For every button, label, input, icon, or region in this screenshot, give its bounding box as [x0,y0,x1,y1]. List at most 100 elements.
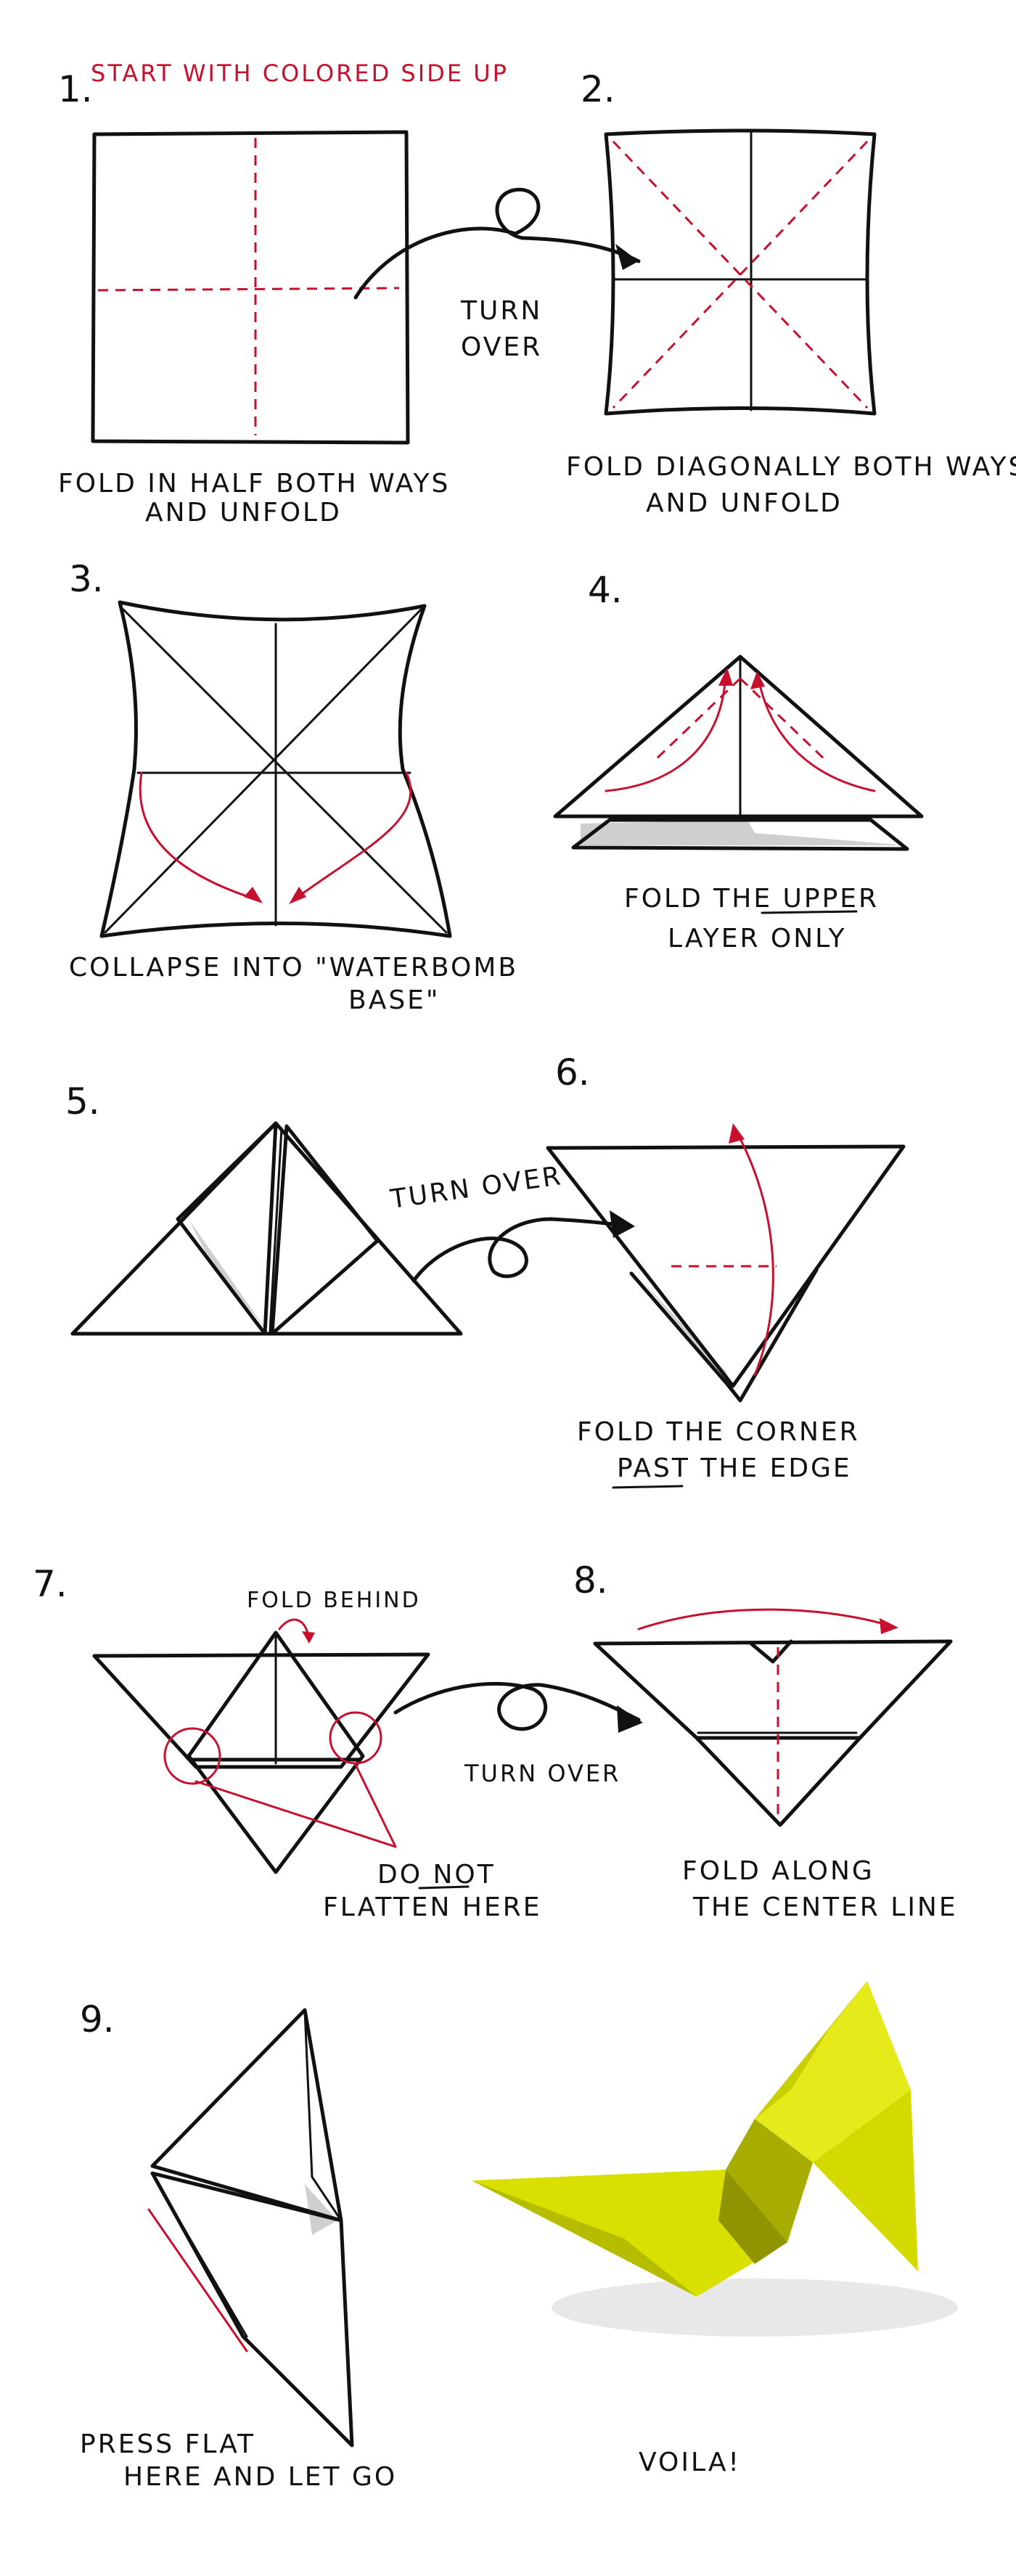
step-7-pointer-left [194,1780,397,1848]
turn-over-label-1-line-1: TURN [460,296,542,326]
step-8-top-triangle [593,1639,953,1740]
step-4-caption-line-2: LAYER ONLY [668,924,846,953]
step-5: 5. [65,1080,463,1336]
butterfly-shadow [552,2278,958,2337]
step-2: 2. FOLD DIAGONALLY BOTH WAYS AND UNFOLD [566,68,1016,518]
step-9-upper-wing [150,2008,343,2223]
arrowhead-icon [289,887,306,904]
step-6: 6. FOLD THE CORNER PAST THE EDGE [546,1051,906,1489]
arrowhead-icon [610,1210,635,1238]
step-6-fold-arrow [735,1131,774,1377]
step-2-caption-line-1: FOLD DIAGONALLY BOTH WAYS [566,452,1016,482]
step-9-shadow [305,2184,337,2235]
butterfly-right-wing-shade [755,1981,867,2119]
step-3-paper [99,600,452,938]
step-9-upper-layer [303,2009,343,2222]
final-caption: VOILA! [639,2448,741,2477]
butterfly-body-fold [718,2170,787,2264]
step-5-right-flap [270,1124,380,1336]
turn-over-label-2: TURN OVER [388,1161,565,1215]
arrowhead-icon [729,1123,745,1144]
step-3-caption-line-2: BASE" [348,985,440,1015]
step-4-number: 4. [588,569,623,611]
step-4-caption-line-1: FOLD THE UPPER [624,884,879,914]
step-9-press-flat-marker [147,2208,248,2353]
step-7-pointer-right [354,1763,397,1848]
step-1-title: START WITH COLORED SIDE UP [91,60,509,87]
step-4-right-fold-guide [739,677,829,763]
step-1-caption-line-2: AND UNFOLD [145,498,342,528]
step-8-top-notch [749,1639,793,1664]
step-3-diagonal-1 [122,608,448,934]
turn-over-loop-2 [411,1217,634,1283]
step-6-inverted-triangle [546,1144,906,1388]
step-6-lower-flap [629,1268,819,1403]
step-6-underline-past [612,1485,684,1489]
step-7-caption-line-2: FLATTEN HERE [323,1892,541,1922]
step-1-caption-line-1: FOLD IN HALF BOTH WAYS [58,469,450,499]
step-9-number: 9. [80,1998,115,2040]
arrowhead-icon [880,1618,898,1634]
step-2-number: 2. [581,68,615,110]
butterfly-left-wing-shade [472,2181,697,2297]
step-7-fold-behind-arrow [278,1618,310,1638]
step-9-lower-wing [150,2171,354,2448]
turn-over-label-3: TURN OVER [464,1760,620,1787]
butterfly-right-upper-wing [755,1981,911,2162]
arrowhead-icon [718,668,733,686]
step-8: 8. FOLD ALONG THE CENTER LINE [573,1559,958,1922]
step-2-square-paper [604,128,877,416]
step-9-caption-line-2: HERE AND LET GO [123,2462,397,2492]
step-9: 9. PRESS FLAT HERE AND LET GO [80,1998,397,2492]
step-2-diagonal-crease-2 [612,140,869,409]
step-4-lower-layer-shadow [581,820,907,845]
step-3-collapse-arrow-right [292,771,412,901]
step-7-warning-circle-right [329,1711,382,1765]
arrowhead-icon [615,244,639,270]
step-5-left-flap [176,1121,278,1336]
step-7-warning-circle-left [163,1727,221,1785]
step-2-caption-line-2: AND UNFOLD [646,488,843,518]
step-7-caption-line-1: DO NOT [377,1860,496,1890]
step-4-waterbomb-triangle [553,655,924,819]
finished-butterfly-photo: VOILA! [472,1981,958,2477]
step-5-center-layer [269,1127,283,1333]
step-4-underline-upper [761,910,858,914]
step-7-underline-not [418,1885,470,1890]
arrowhead-icon [244,887,263,903]
step-5-left-shadow [189,1219,265,1328]
turn-over-arrow-3: TURN OVER [393,1681,643,1787]
step-7-fold-behind-label: FOLD BEHIND [247,1588,421,1613]
butterfly-right-lower-wing [813,2090,918,2271]
step-4-lower-layer [571,818,909,851]
butterfly-body [726,2119,813,2242]
step-4-left-fold-guide [652,677,742,763]
arrowhead-icon [750,671,765,689]
step-8-number: 8. [573,1559,608,1601]
arrowhead-icon [617,1705,643,1733]
step-8-caption-line-1: FOLD ALONG [682,1856,874,1886]
step-5-number: 5. [65,1080,100,1123]
step-7-diamond [187,1630,365,1874]
turn-over-arrow-2: TURN OVER [388,1161,635,1283]
step-7-top-triangle [92,1652,430,1769]
step-6-caption-line-1: FOLD THE CORNER [577,1417,860,1447]
step-9-caption-line-1: PRESS FLAT [80,2429,255,2459]
step-8-lower-point [695,1736,862,1827]
step-9-fold-edge [155,2179,248,2338]
step-8-caption-line-2: THE CENTER LINE [692,1892,958,1922]
step-7: 7. FOLD BEHIND DO NOT FLATTEN HERE [33,1563,541,1922]
step-1-square-paper [91,130,410,445]
turn-over-loop-3 [393,1681,641,1731]
step-4-left-fold-arrow [605,673,727,792]
turn-over-loop-1 [353,187,641,300]
butterfly-left-upper-wing [472,2170,787,2297]
arrowhead-icon [302,1631,315,1644]
step-6-number: 6. [555,1051,590,1094]
step-1: 1. START WITH COLORED SIDE UP FOLD IN HA… [58,60,509,528]
step-3-collapse-arrow-left [139,771,259,901]
step-3: 3. COLLAPSE INTO "WATERBOMB BASE" [69,558,516,1015]
step-3-number: 3. [69,558,104,600]
